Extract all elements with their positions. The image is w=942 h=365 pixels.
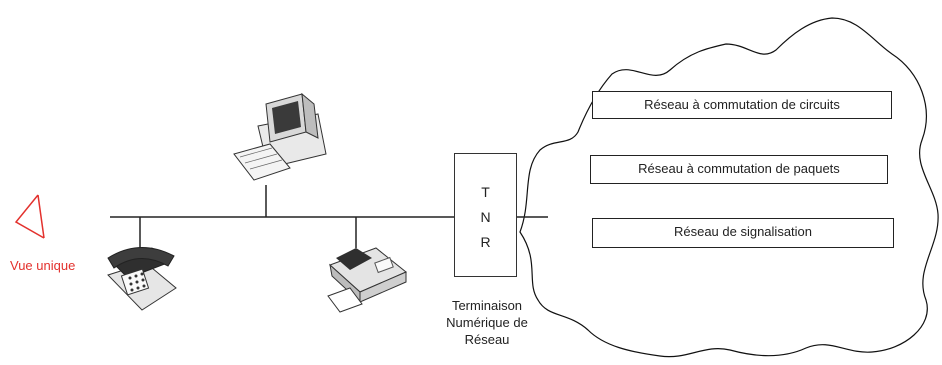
fax-icon (327, 247, 407, 313)
tnr-letter-t: T (481, 184, 490, 200)
packet-switched-network-box: Réseau à commutation de paquets (590, 155, 888, 184)
signaling-network-box: Réseau de signalisation (592, 218, 894, 248)
telephone-icon (107, 247, 177, 311)
vue-unique-label: Vue unique (10, 258, 76, 273)
tnr-caption-line-3: Réseau (464, 332, 510, 347)
tnr-box: T N R (454, 153, 517, 277)
eye-icon (14, 194, 45, 239)
circuit-switched-network-box: Réseau à commutation de circuits (592, 91, 892, 119)
tnr-caption-line-2: Numérique de (446, 315, 528, 330)
tnr-caption-line-1: Terminaison (451, 298, 523, 313)
tnr-letter-r: R (480, 234, 491, 250)
computer-icon (233, 92, 327, 181)
network-cloud (519, 17, 939, 358)
tnr-letter-n: N (480, 209, 491, 225)
tnr-caption: Terminaison Numérique de Réseau (432, 297, 542, 348)
